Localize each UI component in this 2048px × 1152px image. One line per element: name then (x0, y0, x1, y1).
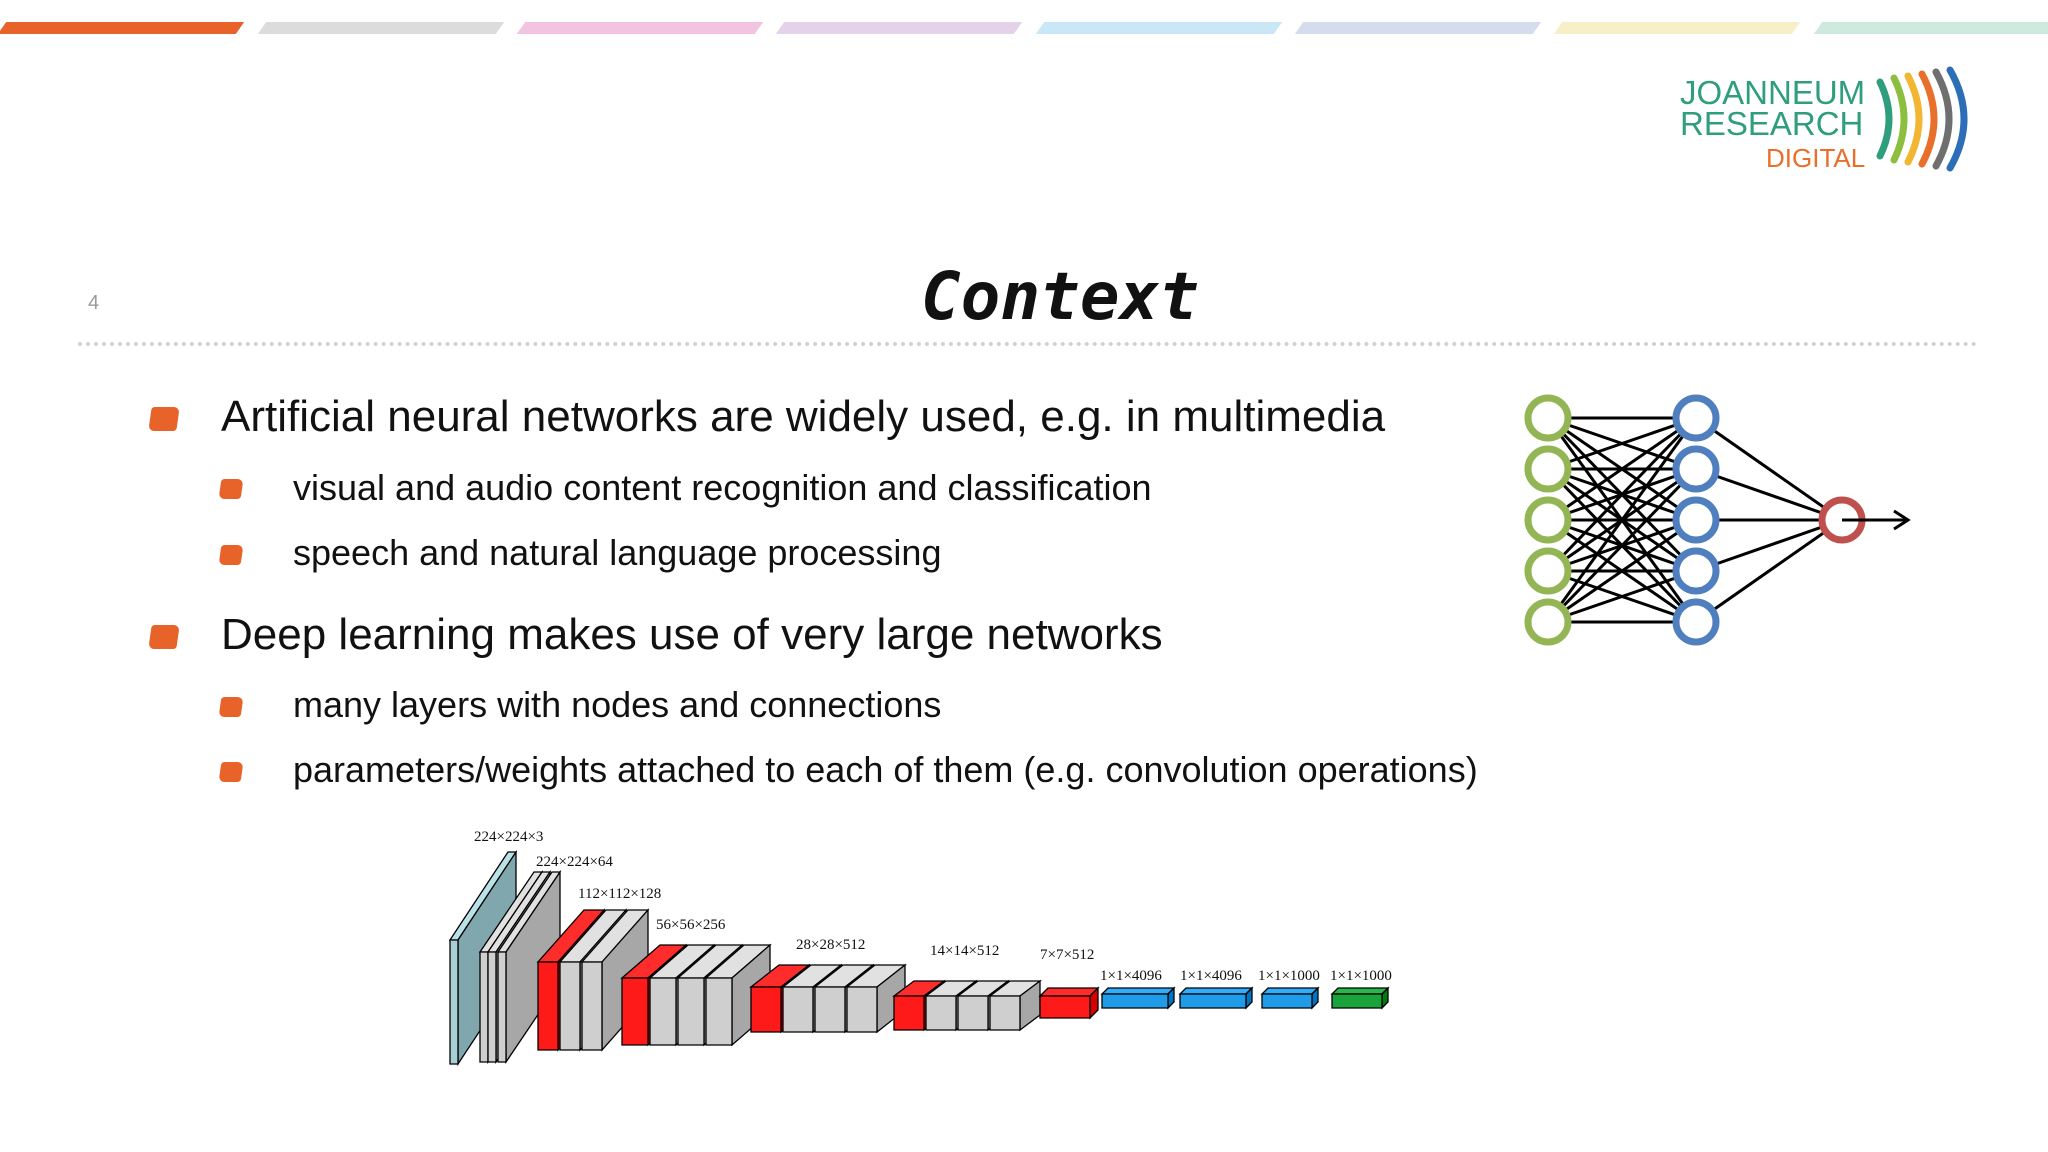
cnn-layer-label: 28×28×512 (796, 937, 865, 953)
cnn-layer-label: 1×1×4096 (1180, 968, 1242, 984)
cnn-conv-layer (988, 979, 1042, 1032)
nn-edge (1546, 416, 1698, 573)
bullet-marker-icon (218, 545, 244, 565)
bullet-level1: Deep learning makes use of very large ne… (221, 610, 1163, 659)
cnn-architecture-diagram: 224×224×3 224×224×64 112×112×128 56×56×2… (448, 829, 1392, 1067)
cnn-layer-label: 224×224×64 (536, 854, 613, 870)
bullet-level2: many layers with nodes and connections (293, 684, 942, 725)
logo-text-digital: DIGITAL (1766, 143, 1866, 173)
topbar-segment-5 (1035, 22, 1283, 34)
logo-arcs-icon (1876, 66, 1968, 172)
nn-edge (1547, 569, 1697, 624)
nn-hidden-node (1672, 547, 1720, 595)
bullet-marker-icon (218, 762, 244, 782)
nn-edge (1546, 417, 1698, 623)
nn-edge (1547, 518, 1697, 624)
output-arrow-icon (1842, 509, 1911, 531)
cnn-layer-blocks (448, 849, 1390, 1067)
nn-input-node (1524, 445, 1572, 493)
bullet-marker-icon (218, 479, 244, 499)
neural-network-nodes (1524, 394, 1866, 646)
cnn-fc-layer (1100, 986, 1176, 1010)
nn-input-node (1524, 394, 1572, 442)
nn-input-node (1524, 547, 1572, 595)
nn-edge (1547, 416, 1697, 471)
nn-input-node (1524, 598, 1572, 646)
topbar-segment-3 (516, 22, 764, 34)
cnn-fc-layer (1178, 986, 1254, 1010)
nn-hidden-node (1672, 394, 1720, 442)
joanneum-research-logo: JOANNEUM RESEARCH DIGITAL (1670, 62, 1990, 180)
cnn-layer-label: 1×1×4096 (1100, 968, 1162, 984)
neural-network-connections (1546, 416, 1843, 624)
nn-edge (1695, 416, 1843, 522)
cnn-pool-layer (1038, 986, 1100, 1020)
topbar-segment-1 (0, 22, 245, 34)
cnn-softmax-layer (1330, 986, 1390, 1010)
bullet-marker-icon (148, 625, 180, 649)
nn-edge (1546, 467, 1698, 624)
nn-hidden-node (1672, 598, 1720, 646)
nn-input-node (1524, 496, 1572, 544)
cnn-layer-label: 7×7×512 (1040, 947, 1094, 963)
topbar-segment-4 (775, 22, 1023, 34)
cnn-fc-layer (1260, 986, 1320, 1010)
cnn-layer-label: 112×112×128 (578, 886, 661, 902)
topbar-segment-7 (1553, 22, 1801, 34)
bullet-marker-icon (148, 407, 180, 431)
topbar-segment-8 (1813, 22, 2048, 34)
logo-text-research: RESEARCH (1680, 105, 1864, 142)
nn-edge (1547, 416, 1697, 522)
neural-network-diagram (1524, 394, 1911, 646)
cnn-layer-labels: 224×224×3 224×224×64 112×112×128 56×56×2… (474, 829, 1392, 984)
cnn-layer-label: 1×1×1000 (1258, 968, 1320, 984)
title-divider (78, 342, 1978, 346)
cnn-layer-label: 1×1×1000 (1330, 968, 1392, 984)
logo-text-joanneum: JOANNEUM (1680, 74, 1866, 111)
nn-edge (1695, 518, 1843, 624)
slide-title: Context (920, 258, 1200, 335)
cnn-layer-label: 56×56×256 (656, 917, 726, 933)
topbar-segment-6 (1294, 22, 1542, 34)
cnn-layer-label: 14×14×512 (930, 943, 999, 959)
bullet-level2: visual and audio content recognition and… (293, 467, 1152, 508)
nn-edge (1695, 467, 1843, 522)
nn-hidden-node (1672, 496, 1720, 544)
bullet-level1: Artificial neural networks are widely us… (221, 392, 1386, 441)
nn-edge (1695, 518, 1843, 573)
top-color-bar (0, 22, 2048, 36)
cnn-layer-label: 224×224×3 (474, 829, 543, 845)
nn-hidden-node (1672, 445, 1720, 493)
bullet-level2: parameters/weights attached to each of t… (293, 749, 1478, 790)
bullet-level2: speech and natural language processing (293, 532, 942, 573)
slide-number: 4 (88, 292, 100, 314)
bullet-marker-icon (218, 697, 244, 717)
topbar-segment-2 (257, 22, 505, 34)
